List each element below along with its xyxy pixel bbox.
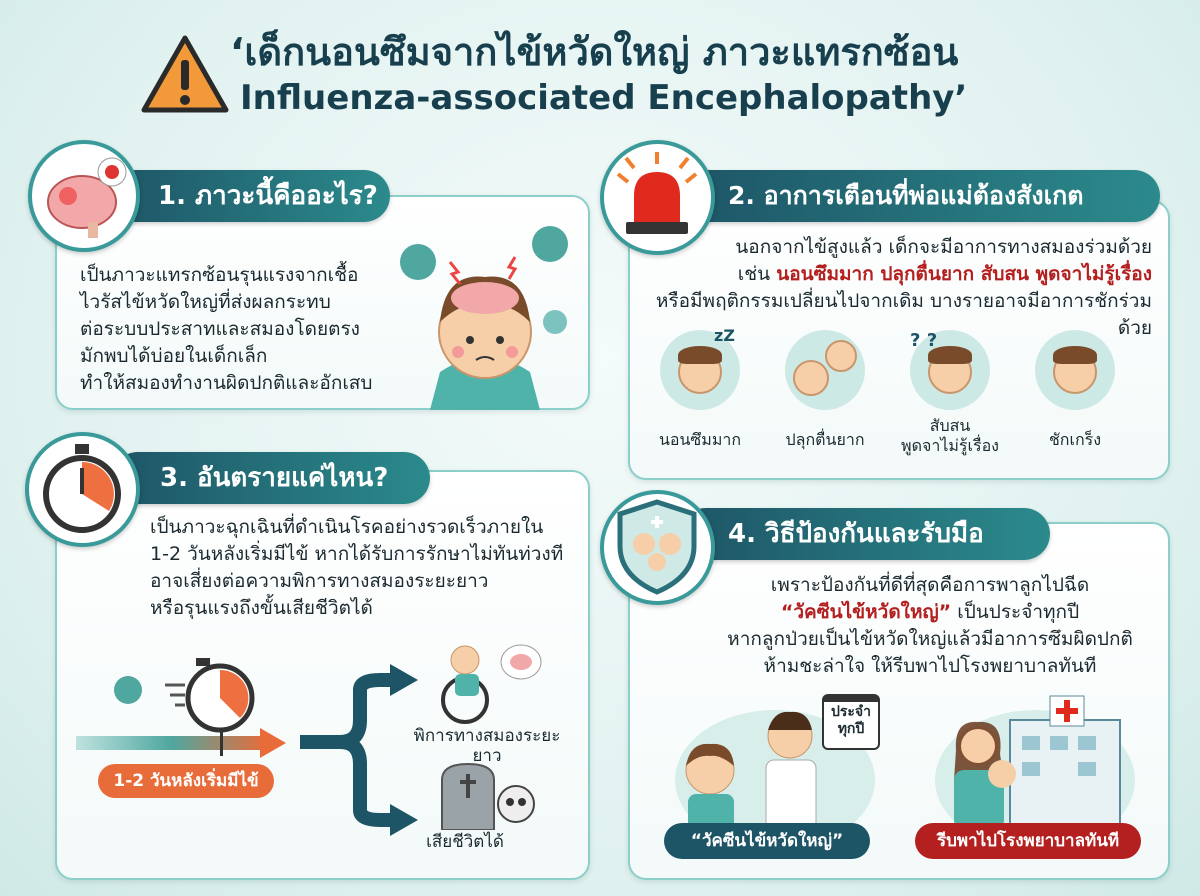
text-line: เพราะป้องกันที่ดีที่สุดคือการพาลูกไปฉีด — [770, 574, 1090, 596]
mother-waking-child-icon — [785, 330, 865, 410]
stopwatch-icon — [25, 432, 140, 547]
hospital-illustration — [935, 695, 1135, 830]
outcome-disability-label: พิการทางสมองระยะยาว — [413, 726, 561, 766]
vaccine-highlight: “วัคซีนไข้หวัดใหญ่” — [780, 601, 952, 623]
section-3-text: เป็นภาวะฉุกเฉินที่ดำเนินโรคอย่างรวดเร็วภ… — [150, 514, 563, 622]
text-line: ทำให้สมองทำงานผิดปกติและอักเสบ — [80, 372, 373, 394]
text-line: หรือรุนแรงถึงขั้นเสียชีวิตได้ — [150, 597, 373, 619]
vaccine-badge: “วัคซีนไข้หวัดใหญ่” — [664, 823, 870, 859]
text-line: “วัคซีนไข้หวัดใหญ่” เป็นประจำทุกปี — [700, 599, 1160, 626]
calendar-label: ประจำ ทุกปี — [831, 704, 871, 737]
symptom-label: ปลุกตื่นยาก — [785, 430, 865, 449]
calendar-icon: ประจำ ทุกปี — [822, 694, 880, 750]
section-4-text: เพราะป้องกันที่ดีที่สุดคือการพาลูกไปฉีด … — [700, 572, 1160, 680]
section-1-heading: 1. ภาวะนี้คืออะไร? — [110, 170, 390, 222]
symptom-list: zZ นอนซึมมาก ปลุกตื่นยาก ? ? สับสน พูดจา… — [659, 326, 1160, 475]
siren-icon — [600, 140, 715, 255]
timeline-illustration — [76, 658, 286, 758]
section-2-heading: 2. อาการเตือนที่พ่อแม่ต้องสังเกต — [680, 170, 1160, 222]
text-line: เป็นภาวะแทรกซ้อนรุนแรงจากเชื้อ — [80, 264, 359, 286]
outcome-death-label: เสียชีวิตได้ — [426, 832, 504, 852]
tombstone-skull-icon — [441, 762, 535, 830]
symptom-label: สับสน พูดจาไม่รู้เรื่อง — [901, 416, 999, 455]
warning-triangle-icon — [141, 35, 229, 113]
text-line: เช่น นอนซึมมาก ปลุกตื่นยาก สับสน พูดจาไม… — [640, 261, 1152, 288]
text-line: ห้ามชะล่าใจ ให้รีบพาไปโรงพยาบาลทันที — [763, 655, 1097, 677]
text-line: ต่อระบบประสาทและสมองโดยตรง — [80, 318, 360, 340]
symptom-highlight: นอนซึมมาก ปลุกตื่นยาก สับสน พูดจาไม่รู้เ… — [776, 263, 1152, 285]
section-4-heading: 4. วิธีป้องกันและรับมือ — [680, 508, 1050, 560]
confused-child-icon: ? ? — [910, 330, 990, 410]
brain-virus-icon — [28, 140, 140, 252]
text-line: เป็นภาวะฉุกเฉินที่ดำเนินโรคอย่างรวดเร็วภ… — [150, 516, 544, 538]
text-line: 1-2 วันหลังเริ่มมีไข้ หากได้รับการรักษาไ… — [150, 543, 564, 565]
seizure-child-icon — [1035, 330, 1115, 410]
sleeping-child-icon: zZ — [660, 326, 740, 410]
text-line: หากลูกป่วยเป็นไข้หวัดใหญ่แล้วมีอาการซึมผ… — [727, 628, 1133, 650]
text-line: นอกจากไข้สูงแล้ว เด็กจะมีอาการทางสมองร่ว… — [735, 236, 1152, 258]
text-line: อาจเสี่ยงต่อความพิการทางสมองระยะยาว — [150, 570, 489, 592]
text-suffix: เป็นประจำทุกปี — [957, 601, 1080, 623]
section-1-text: เป็นภาวะแทรกซ้อนรุนแรงจากเชื้อ ไวรัสไข้ห… — [80, 262, 372, 397]
text-prefix: เช่น — [737, 263, 771, 285]
section-3-heading: 3. อันตรายแค่ไหน? — [112, 452, 430, 504]
symptom-label: ชักเกร็ง — [1048, 430, 1102, 449]
title-english: Influenza-associated Encephalopathy’ — [240, 78, 968, 118]
wheelchair-child-icon — [441, 644, 542, 724]
family-shield-icon — [600, 490, 715, 605]
hospital-badge: รีบพาไปโรงพยาบาลทันที — [915, 823, 1141, 859]
timeline-label: 1-2 วันหลังเริ่มมีไข้ — [98, 764, 274, 798]
text-line: ไวรัสไข้หวัดใหญ่ที่ส่งผลกระทบ — [80, 291, 331, 313]
page-title: ‘เด็กนอนซึมจากไข้หวัดใหญ่ ภาวะแทรกซ้อน I… — [230, 28, 1130, 120]
section-2-text: นอกจากไข้สูงแล้ว เด็กจะมีอาการทางสมองร่ว… — [640, 234, 1160, 342]
title-thai: ‘เด็กนอนซึมจากไข้หวัดใหญ่ ภาวะแทรกซ้อน — [230, 30, 959, 74]
symptom-label: นอนซึมมาก — [658, 430, 742, 449]
sick-child-illustration — [400, 226, 568, 410]
branch-arrows — [300, 664, 418, 836]
text-line: หรือมีพฤติกรรมเปลี่ยนไปจากเดิม บางรายอาจ… — [655, 290, 1152, 339]
text-line: มักพบได้บ่อยในเด็กเล็ก — [80, 345, 268, 367]
